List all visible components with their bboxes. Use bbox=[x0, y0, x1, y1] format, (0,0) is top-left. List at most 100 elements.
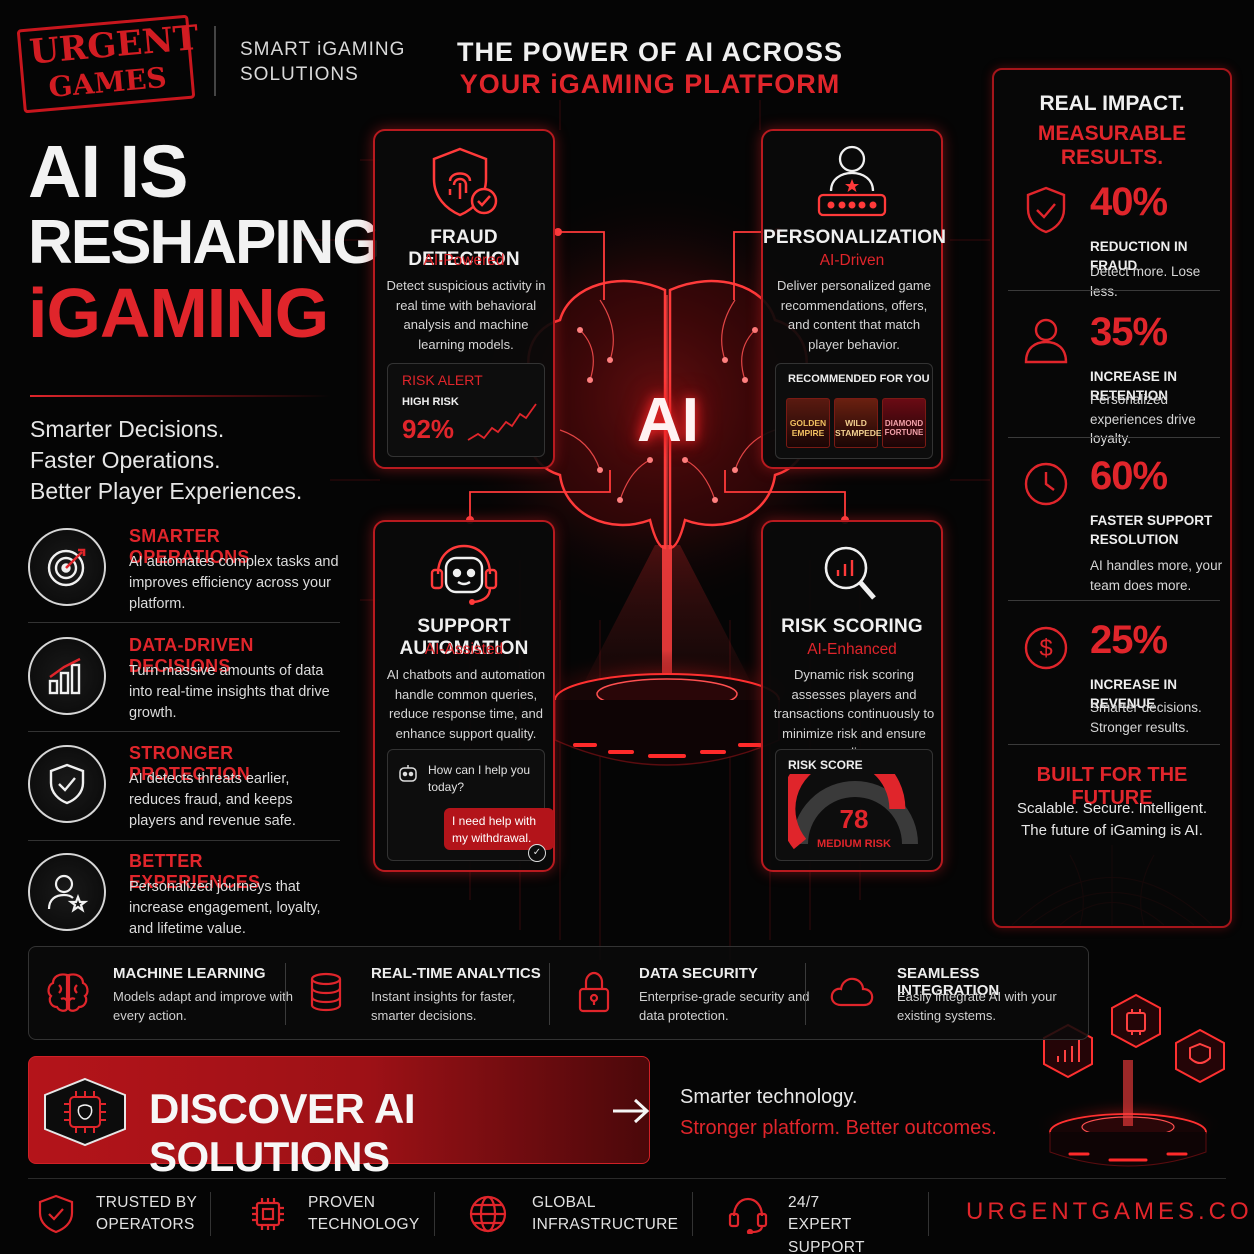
cta-sub-line2: Stronger platform. Better outcomes. bbox=[680, 1117, 997, 1139]
dollar-icon: $ bbox=[1024, 626, 1068, 670]
user-icon bbox=[1024, 318, 1068, 364]
footer-separator bbox=[928, 1192, 929, 1236]
benefit-title: BETTER EXPERIENCES bbox=[129, 851, 261, 892]
risk-score-value: 78 bbox=[839, 804, 869, 834]
fraud-detection-card: FRAUD DETECTION AI-Powered Detect suspic… bbox=[373, 129, 555, 469]
stat-desc: AI handles more, your team does more. bbox=[1090, 558, 1223, 593]
benefit-data-driven-decisions: DATA-DRIVEN DECISIONS Turn massive amoun… bbox=[28, 635, 338, 737]
feature-real-time-analytics: REAL-TIME ANALYTICS Instant insights for… bbox=[287, 947, 549, 1039]
target-icon bbox=[28, 528, 106, 606]
card-desc: Deliver personalized game recommendation… bbox=[777, 278, 931, 352]
benefit-desc: Personalized journeys that increase enga… bbox=[129, 879, 321, 938]
brain-icon bbox=[47, 973, 89, 1012]
tagline-line1: SMART iGAMING bbox=[240, 39, 406, 60]
feature-divider bbox=[549, 963, 550, 1025]
footer-separator bbox=[210, 1192, 211, 1236]
future-line1: Scalable. Secure. Intelligent. bbox=[1016, 800, 1208, 817]
future-desc: Scalable. Secure. Intelligent. The futur… bbox=[994, 798, 1230, 842]
support-automation-card: SUPPORT AUTOMATION AI-Assisted AI chatbo… bbox=[373, 520, 555, 872]
website-link[interactable]: URGENTGAMES.COM bbox=[966, 1198, 1254, 1225]
future-title: BUILT FOR THE FUTURE bbox=[1036, 764, 1188, 809]
feature-title: DATA SECURITY bbox=[639, 965, 758, 982]
feature-title: SEAMLESS INTEGRATION bbox=[897, 965, 1000, 999]
ai-chip-hex-icon bbox=[44, 1077, 126, 1147]
user-star-icon bbox=[28, 853, 106, 931]
cta-label: DISCOVER AI SOLUTIONS bbox=[149, 1085, 415, 1180]
impact-divider bbox=[1008, 600, 1220, 601]
check-icon: ✓ bbox=[528, 844, 546, 862]
shield-check-icon bbox=[1026, 186, 1066, 234]
stat-label: INCREASE IN REVENUE bbox=[1090, 677, 1178, 711]
stat-desc: Personalized experiences drive loyalty. bbox=[1090, 392, 1196, 447]
impact-divider bbox=[1008, 437, 1220, 438]
stat-label: INCREASE IN RETENTION bbox=[1090, 369, 1178, 403]
impact-divider bbox=[1008, 290, 1220, 291]
svg-text:$: $ bbox=[1039, 635, 1052, 662]
arrow-right-icon bbox=[613, 1098, 650, 1124]
stat-value: 35% bbox=[1090, 310, 1168, 354]
risk-score-label: RISK SCORE bbox=[788, 758, 863, 772]
risk-score-widget: RISK SCORE 78 MEDIUM RISK bbox=[775, 749, 933, 861]
risk-value: 92% bbox=[402, 414, 455, 444]
hero-sub-line3: Better Player Experiences. bbox=[30, 478, 303, 505]
headset-icon bbox=[728, 1197, 768, 1234]
database-icon bbox=[310, 972, 342, 1012]
card-subtitle: AI-Assisted bbox=[424, 641, 504, 658]
feature-divider bbox=[805, 963, 806, 1025]
feature-desc: Enterprise-grade security and data prote… bbox=[639, 989, 810, 1023]
chat-widget: How can I help you today? I need help wi… bbox=[387, 749, 554, 862]
header-divider bbox=[214, 26, 216, 96]
cta-subtitle: Smarter technology. Stronger platform. B… bbox=[680, 1082, 997, 1144]
ai-brain-label: AI bbox=[637, 386, 699, 455]
header-title-line2: YOUR iGAMING PLATFORM bbox=[459, 69, 841, 100]
card-desc: Detect suspicious activity in real time … bbox=[386, 278, 546, 352]
benefit-title: STRONGER PROTECTION bbox=[129, 743, 251, 784]
hero-sub-line1: Smarter Decisions. bbox=[30, 416, 225, 442]
card-subtitle: AI-Driven bbox=[819, 252, 885, 269]
risk-scoring-card: RISK SCORING AI-Enhanced Dynamic risk sc… bbox=[761, 520, 943, 872]
discover-ai-solutions-button[interactable]: DISCOVER AI SOLUTIONS bbox=[28, 1056, 650, 1180]
impact-panel: REAL IMPACT. MEASURABLE RESULTS. 40% RED… bbox=[992, 68, 1232, 928]
feature-title: MACHINE LEARNING bbox=[113, 965, 266, 982]
card-title: FRAUD DETECTION bbox=[408, 227, 520, 270]
benefit-title: DATA-DRIVEN DECISIONS bbox=[129, 635, 254, 676]
header-title: THE POWER OF AI ACROSS YOUR iGAMING PLAT… bbox=[430, 36, 870, 101]
stat-value: 60% bbox=[1090, 454, 1168, 498]
feature-desc: Easily integrate AI with your existing s… bbox=[897, 989, 1057, 1023]
stat-value: 25% bbox=[1090, 618, 1168, 662]
risk-alert-label: RISK ALERT bbox=[402, 372, 483, 388]
card-title: SUPPORT AUTOMATION bbox=[399, 616, 529, 659]
card-title: PERSONALIZATION bbox=[763, 227, 947, 248]
benefit-divider bbox=[28, 622, 340, 623]
impact-divider bbox=[1008, 744, 1220, 745]
brand-tagline: SMART iGAMING SOLUTIONS bbox=[240, 38, 410, 87]
card-subtitle: AI-Enhanced bbox=[807, 641, 897, 658]
hero-line2: RESHAPING bbox=[28, 208, 381, 277]
hero-heading: AI IS RESHAPING iGAMING bbox=[28, 135, 381, 351]
bar-chart-icon bbox=[28, 637, 106, 715]
benefit-divider bbox=[28, 731, 340, 732]
risk-gauge bbox=[788, 774, 918, 850]
footer-separator bbox=[692, 1192, 693, 1236]
benefit-smarter-operations: SMARTER OPERATIONS AI automates complex … bbox=[28, 526, 339, 628]
benefit-desc: AI automates complex tasks and improves … bbox=[129, 554, 339, 613]
feature-seamless-integration: SEAMLESS INTEGRATION Easily integrate AI… bbox=[813, 947, 1083, 1039]
feature-title: REAL-TIME ANALYTICS bbox=[371, 965, 541, 982]
globe-icon bbox=[469, 1195, 507, 1233]
feature-desc: Instant insights for faster, smarter dec… bbox=[371, 989, 516, 1023]
benefit-title: SMARTER OPERATIONS bbox=[129, 526, 250, 567]
chatbot-icon bbox=[399, 765, 417, 782]
risk-trend-sparkline bbox=[467, 403, 537, 441]
benefit-stronger-protection: STRONGER PROTECTION AI detects threats e… bbox=[28, 743, 338, 845]
header-title-line1: THE POWER OF AI ACROSS bbox=[456, 37, 843, 67]
clock-icon bbox=[1024, 462, 1068, 506]
